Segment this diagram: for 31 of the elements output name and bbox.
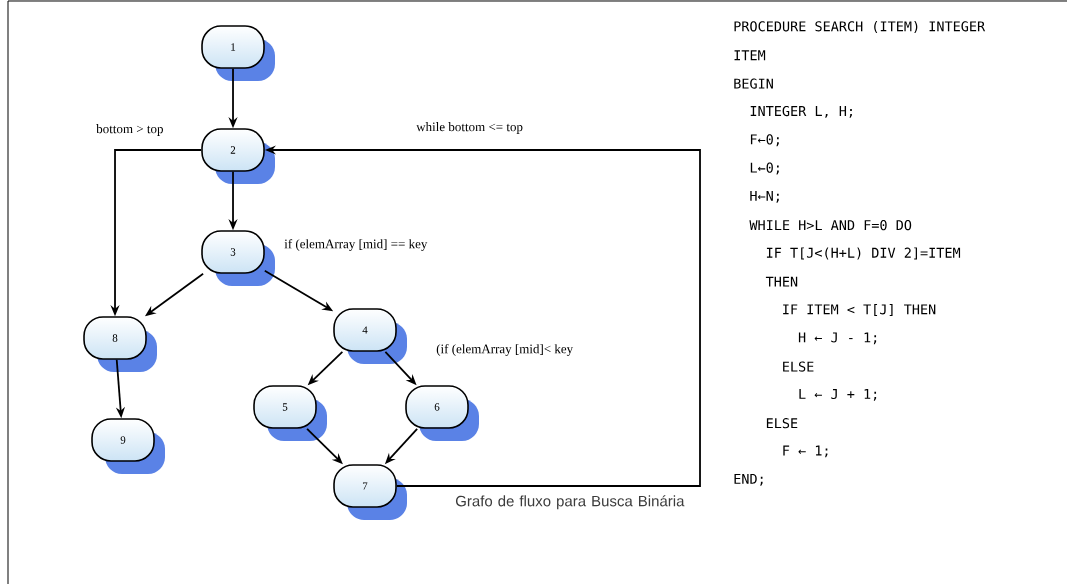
code-line: BEGIN [734,78,773,89]
node-oval: 9 [91,418,165,474]
code-line: L←0; [750,162,779,175]
condition-label: if (elemArray [mid] == key [284,239,428,251]
node-oval: 3 [201,230,275,286]
code-line: WHILE H>L AND F=0 DO [749,220,912,231]
code-line: H ← J - 1; [798,332,877,345]
code-line: F ← 1; [783,445,828,458]
code-line: IF T[J<(H+L) DIV 2]=ITEM [766,247,961,260]
node-oval: 4 [333,308,407,364]
node-oval: 5 [253,385,327,441]
code-line: ELSE [766,418,798,429]
code-line: ELSE [783,361,814,372]
code-line: END; [734,473,763,486]
code-line: THEN [765,276,798,287]
caption: Grafo de fluxo para Busca Binária [455,495,685,510]
code-line: INTEGER L, H; [750,105,852,118]
code-line: IF ITEM < T[J] THEN [783,304,936,316]
node-oval: 7 [333,464,407,520]
code-line: L ← J + 1; [799,389,877,401]
node-oval: 1 [201,25,275,81]
code-line: F←0; [750,134,779,147]
code-line: ITEM [734,50,766,61]
edge-label: bottom > top [95,123,165,137]
code-line: PROCEDURE SEARCH (ITEM) INTEGER [734,21,986,33]
node-oval: 2 [201,128,275,184]
condition-label: (if (elemArray [mid]< key [436,344,574,356]
node-oval: 6 [405,385,479,441]
edge-label: while bottom <= top [415,121,524,135]
node-oval: 8 [83,316,157,372]
code-line: H←N; [750,190,779,203]
